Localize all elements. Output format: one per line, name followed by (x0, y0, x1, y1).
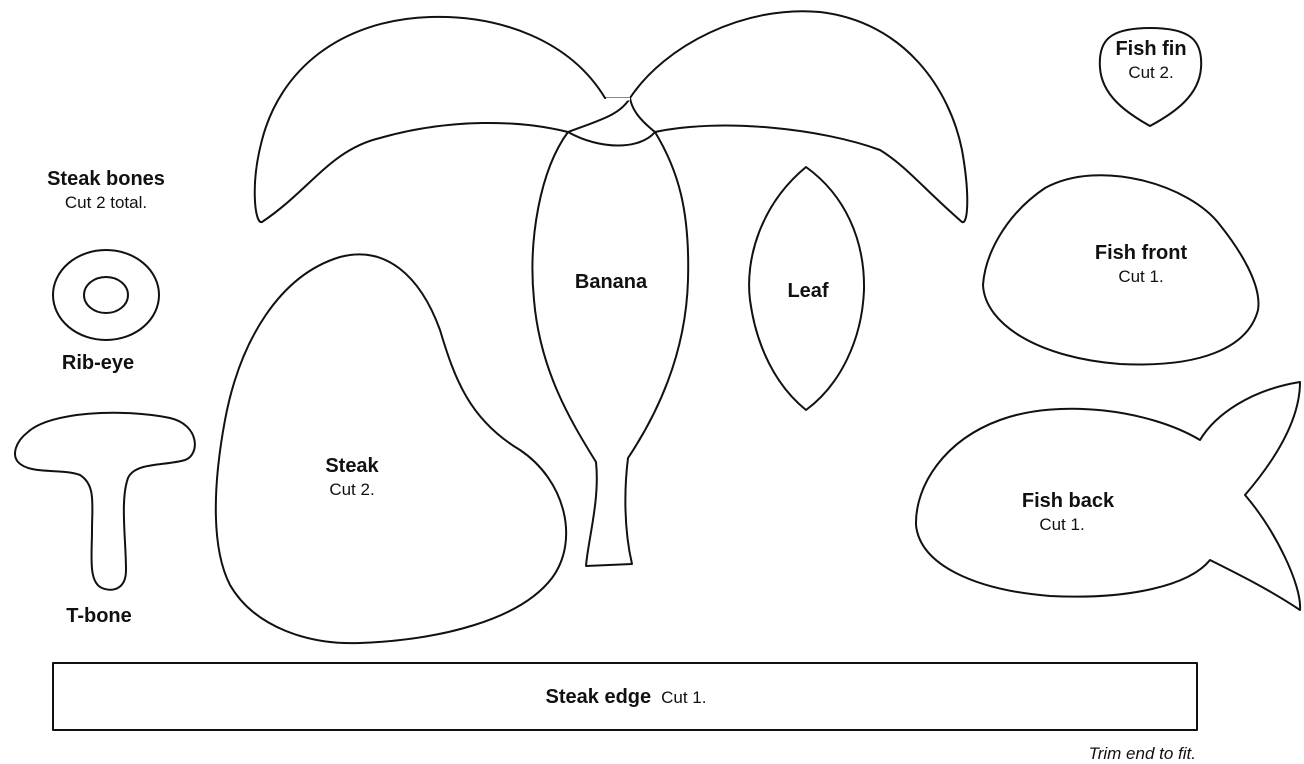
t-bone-piece: T-bone (14, 411, 196, 627)
banana-piece: Banana (531, 131, 690, 567)
fish-fin-shape (1098, 27, 1203, 127)
steak-bones-title: Steak bones (47, 168, 165, 190)
banana-peel-piece (253, 10, 969, 224)
rib-eye-piece: Rib-eye (52, 249, 160, 374)
banana-peel-shape-right (629, 10, 969, 224)
steak-edge-note: Cut 1. (661, 688, 706, 707)
banana-title: Banana (575, 271, 648, 293)
fish-back-title: Fish back (1022, 490, 1115, 512)
steak-edge-piece: Steak edge Cut 1. (52, 662, 1198, 731)
steak-title: Steak (325, 455, 379, 477)
fish-fin-piece: Fish fin Cut 2. (1098, 27, 1203, 127)
steak-bones-note: Cut 2 total. (65, 193, 147, 212)
leaf-piece: Leaf (748, 166, 866, 411)
fish-front-note: Cut 1. (1118, 267, 1163, 286)
t-bone-shape (14, 411, 196, 591)
steak-edge-label: Steak edge Cut 1. (546, 686, 707, 708)
banana-shape (531, 131, 690, 567)
fish-front-shape (982, 174, 1260, 366)
leaf-title: Leaf (787, 280, 828, 302)
fish-fin-title: Fish fin (1115, 38, 1186, 60)
trim-note: Trim end to fit. (1089, 744, 1196, 763)
steak-shape (214, 253, 568, 645)
steak-edge-strip (52, 662, 1198, 731)
fish-fin-note: Cut 2. (1128, 63, 1173, 82)
banana-peel-shape (253, 15, 631, 223)
steak-edge-title: Steak edge (546, 686, 652, 708)
leaf-shape (748, 166, 866, 411)
rib-eye-title: Rib-eye (62, 352, 134, 374)
rib-eye-inner-ring (83, 276, 129, 314)
fish-back-piece: Fish back Cut 1. (914, 381, 1302, 611)
fish-back-note: Cut 1. (1039, 515, 1084, 534)
t-bone-title: T-bone (66, 605, 132, 627)
steak-piece: Steak Cut 2. (214, 253, 568, 645)
fish-front-piece: Fish front Cut 1. (982, 174, 1260, 366)
steak-note: Cut 2. (329, 480, 374, 499)
fish-front-title: Fish front (1095, 242, 1188, 264)
fish-back-shape (914, 381, 1302, 611)
